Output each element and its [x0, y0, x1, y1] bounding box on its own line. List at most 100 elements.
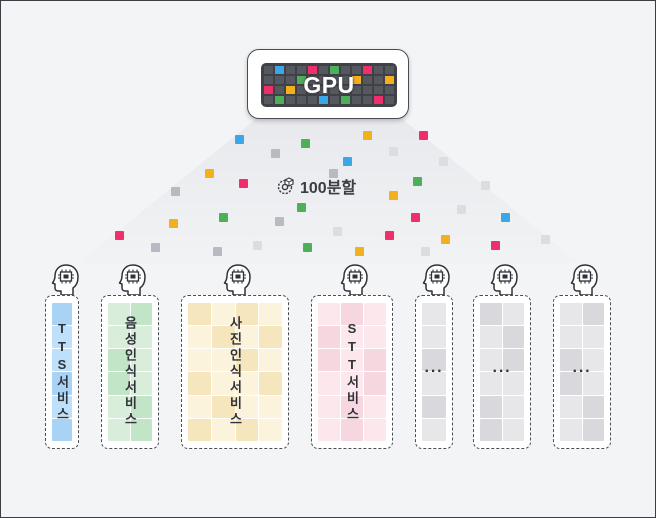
partition-square: [297, 203, 306, 212]
service-card-more-2: ···: [473, 295, 531, 449]
gpu-cell: [385, 86, 394, 94]
service-partition-cell: [108, 303, 130, 326]
service-partition-cell: [188, 395, 211, 418]
partition-square: [389, 191, 398, 200]
service-partition-cell: [318, 372, 340, 395]
gpu-cell: [275, 66, 284, 74]
gpu-cell: [286, 76, 295, 84]
service-partition-cell: [582, 349, 604, 372]
service-partition-cell: [235, 395, 259, 418]
service-partition-cell: [480, 326, 502, 349]
service-partition-cell: [341, 326, 363, 349]
service-label: ···: [572, 363, 592, 380]
service-card-more-1: ···: [415, 295, 453, 449]
service-partition-cell: [211, 349, 235, 372]
service-partition-cell: [259, 418, 282, 441]
service-partition-cell: [52, 372, 72, 395]
service-label: STT서비스: [344, 321, 360, 423]
gpu-cell: [308, 96, 317, 104]
service-label: 사진인식서비스: [227, 316, 243, 428]
gpu-cell: [385, 76, 394, 84]
service-partition-cell: [422, 395, 446, 418]
service-partition-cell: [341, 372, 363, 395]
service-label: TTS서비스: [54, 321, 70, 423]
service-card-photo: 사진인식서비스: [181, 295, 289, 449]
service-partition-cell: [582, 326, 604, 349]
service-partition-cell: [422, 372, 446, 395]
gpu-cell: [352, 86, 361, 94]
service-partition-cell: [108, 418, 130, 441]
service-partition-cell: [235, 303, 259, 326]
service-partition-cell: [502, 372, 524, 395]
service-partition-cell: [422, 418, 446, 441]
service-partition-cell: [560, 349, 582, 372]
beam-shape: [79, 113, 579, 263]
gpu-cell: [264, 96, 273, 104]
service-partition-cell: [582, 418, 604, 441]
gear-cube-icon: [277, 177, 294, 195]
gpu-cell: [330, 96, 339, 104]
partition-square: [239, 179, 248, 188]
gpu-cell: [286, 86, 295, 94]
service-partition-cell: [259, 372, 282, 395]
service-partition-cell: [52, 395, 72, 418]
service-partition-cell: [259, 303, 282, 326]
gpu-cell: [374, 86, 383, 94]
gpu-cell: [275, 76, 284, 84]
gpu-cell: [286, 96, 295, 104]
service-partition-cell: [318, 303, 340, 326]
service-partition-cell: [108, 326, 130, 349]
service-partition-cell: [480, 372, 502, 395]
service-partition-cell: [364, 418, 386, 441]
gpu-cell: [308, 66, 317, 74]
service-partition-grid: [422, 303, 446, 441]
gpu-cell: [264, 66, 273, 74]
service-label: ···: [424, 363, 444, 380]
service-partition-cell: [502, 349, 524, 372]
service-partition-cell: [364, 395, 386, 418]
gpu-cell: [264, 76, 273, 84]
service-partition-cell: [502, 326, 524, 349]
partition-square: [303, 243, 312, 252]
service-partition-cell: [130, 418, 152, 441]
partition-square: [219, 213, 228, 222]
gpu-cell: [275, 96, 284, 104]
gpu-label: GPU: [303, 71, 355, 98]
ai-chip-head-icon: [570, 263, 600, 302]
gpu-cell: [308, 86, 317, 94]
service-partition-cell: [364, 303, 386, 326]
gpu-cell: [385, 66, 394, 74]
gpu-cell: [330, 86, 339, 94]
service-partition-cell: [235, 349, 259, 372]
partition-square: [275, 217, 284, 226]
service-partition-cell: [130, 395, 152, 418]
service-partition-cell: [259, 395, 282, 418]
gpu-card: GPU: [247, 49, 409, 119]
gpu-cell: [297, 66, 306, 74]
ai-chip-head-icon: [118, 263, 148, 302]
service-partition-cell: [480, 395, 502, 418]
gpu-cell: [341, 96, 350, 104]
service-partition-cell: [480, 418, 502, 441]
partition-square: [343, 157, 352, 166]
service-partition-grid: [318, 303, 386, 441]
service-partition-cell: [318, 349, 340, 372]
service-partition-cell: [318, 418, 340, 441]
service-partition-cell: [188, 372, 211, 395]
gpu-cell: [286, 66, 295, 74]
gpu-cell: [363, 86, 372, 94]
service-partition-cell: [422, 326, 446, 349]
gpu-cell: [297, 86, 306, 94]
partition-square: [385, 231, 394, 240]
gpu-cell: [319, 86, 328, 94]
gpu-cell: [330, 66, 339, 74]
gpu-cell: [374, 76, 383, 84]
gpu-cell: [319, 76, 328, 84]
service-partition-cell: [259, 326, 282, 349]
service-partition-cell: [188, 303, 211, 326]
service-partition-cell: [235, 418, 259, 441]
partition-square: [457, 205, 466, 214]
gpu-cell: [319, 96, 328, 104]
service-partition-cell: [259, 349, 282, 372]
service-partition-cell: [52, 326, 72, 349]
